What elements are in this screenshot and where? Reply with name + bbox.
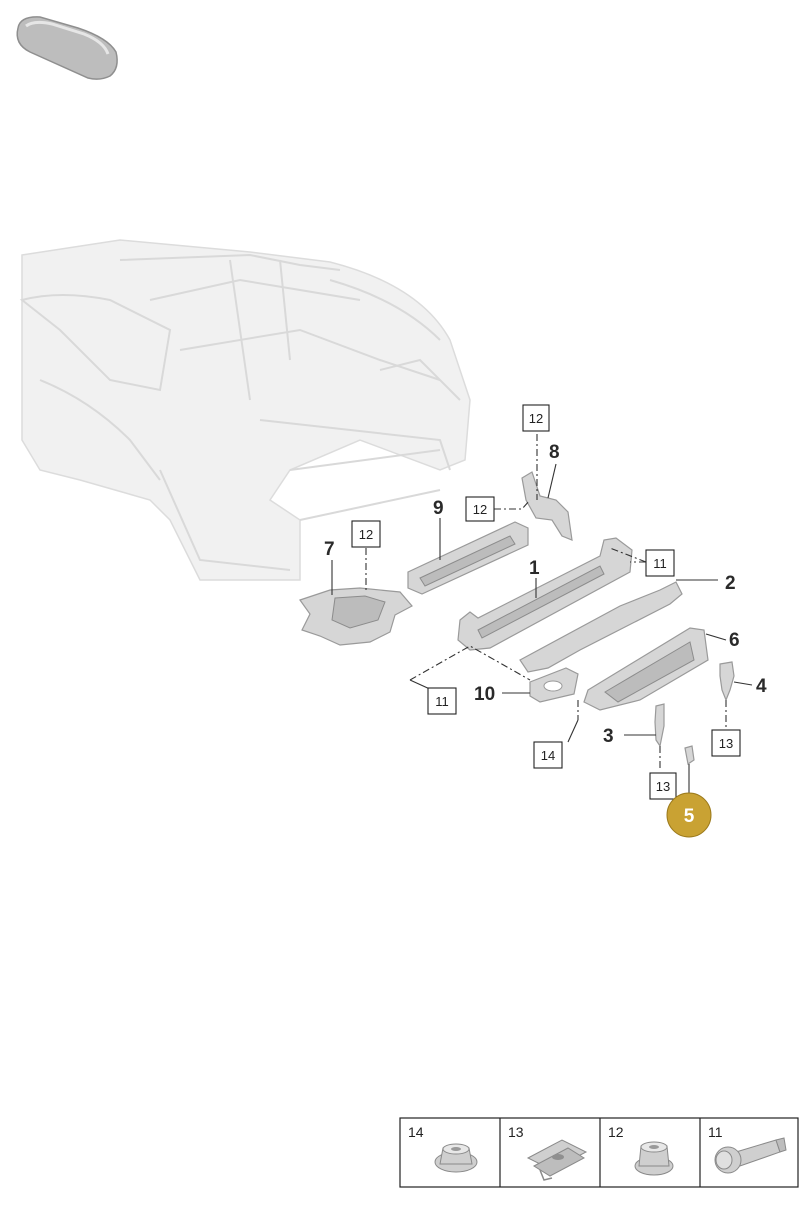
- boxed-ref-12-middle: 12: [465, 496, 495, 522]
- svg-text:11: 11: [435, 694, 449, 709]
- part-1-shape: [457, 537, 633, 651]
- hex-nut-icon: [634, 1141, 674, 1176]
- flange-nut-icon: [434, 1143, 478, 1173]
- boxed-ref-14: 14: [533, 741, 563, 769]
- svg-text:12: 12: [359, 527, 373, 542]
- part-7-shape: [299, 587, 413, 646]
- part-5-shape: [684, 745, 695, 766]
- svg-text:12: 12: [608, 1124, 624, 1140]
- boxed-ref-11-left: 11: [427, 687, 457, 715]
- legend-item-14: 14: [408, 1124, 478, 1173]
- hex-bolt-icon: [714, 1137, 787, 1174]
- callout-2: 2: [725, 573, 736, 594]
- part-8-shape: [521, 471, 573, 541]
- boxed-ref-13-right: 13: [711, 729, 741, 757]
- part-10-shape: [529, 667, 579, 703]
- svg-text:14: 14: [408, 1124, 424, 1140]
- callout-4: 4: [756, 676, 767, 697]
- callout-8: 8: [549, 442, 560, 463]
- boxed-ref-12-top: 12: [522, 404, 550, 432]
- hardware-legend: 14 13 12: [399, 1117, 799, 1188]
- part-2-shape: [519, 581, 683, 673]
- legend-item-11: 11: [708, 1124, 787, 1174]
- part-6-shape: [583, 627, 709, 711]
- callout-1: 1: [529, 558, 540, 579]
- clip-nut-icon: [526, 1139, 588, 1181]
- svg-text:13: 13: [719, 736, 733, 751]
- svg-text:5: 5: [684, 806, 695, 827]
- svg-text:11: 11: [708, 1124, 723, 1140]
- vehicle-thumbnail-icon: [16, 16, 118, 80]
- callout-3: 3: [603, 726, 614, 747]
- legend-item-12: 12: [608, 1124, 674, 1176]
- part-9-shape: [407, 521, 529, 595]
- svg-text:11: 11: [653, 556, 667, 571]
- legend-item-13: 13: [508, 1124, 588, 1181]
- callout-7: 7: [324, 539, 335, 560]
- callout-10: 10: [474, 684, 495, 705]
- boxed-ref-11-right: 11: [645, 549, 675, 577]
- boxed-ref-13-middle: 13: [649, 772, 677, 800]
- callout-9: 9: [433, 498, 444, 519]
- svg-text:12: 12: [473, 502, 487, 517]
- part-3-shape: [654, 703, 665, 748]
- svg-text:12: 12: [529, 411, 543, 426]
- callout-6: 6: [729, 630, 740, 651]
- vehicle-body-ghost: [19, 239, 471, 581]
- part-4-shape: [719, 661, 735, 702]
- svg-text:13: 13: [656, 779, 670, 794]
- svg-text:14: 14: [541, 748, 555, 763]
- boxed-ref-12-left: 12: [351, 520, 381, 548]
- highlight-badge-5[interactable]: 5: [666, 792, 712, 838]
- leader-lines: [331, 434, 753, 795]
- svg-text:13: 13: [508, 1124, 524, 1140]
